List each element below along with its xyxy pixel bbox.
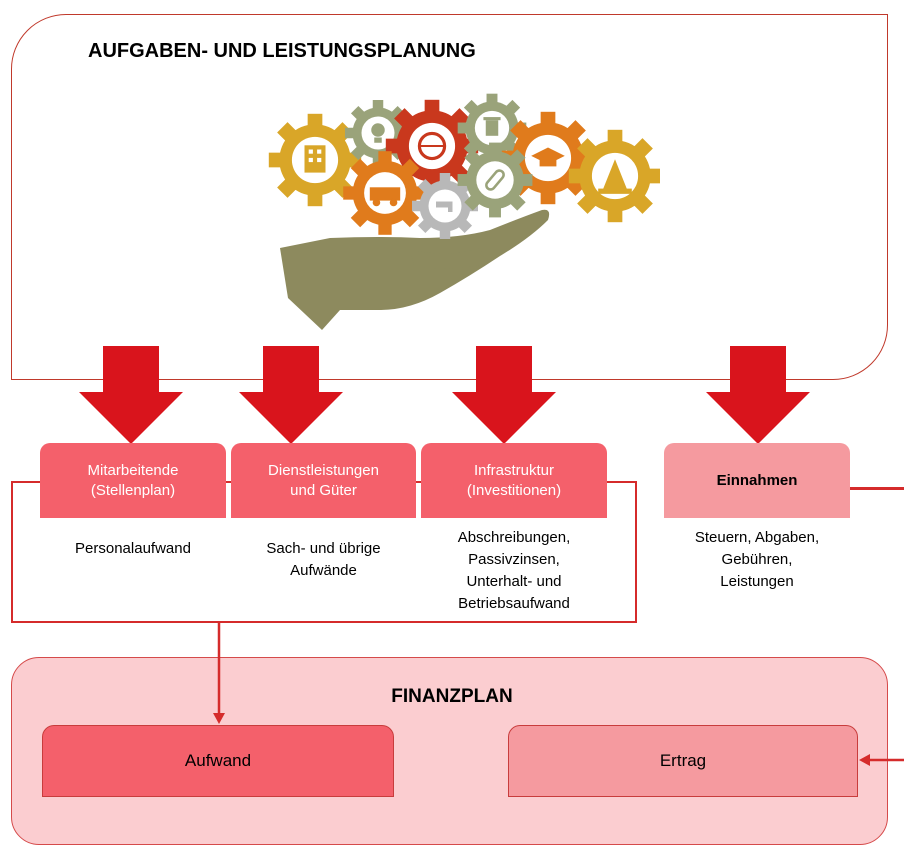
income-label: Einnahmen	[716, 471, 798, 489]
desc-staff-line1: Personalaufwand	[75, 540, 191, 557]
category-staff-description: Personalaufwand	[40, 538, 226, 560]
arrow-down-1	[79, 346, 183, 444]
category-infra-line1: Infrastruktur	[473, 461, 555, 479]
desc-income-line3: Leistungen	[720, 573, 794, 590]
expense-arrowhead	[213, 713, 225, 724]
category-infra-line2: (Investitionen)	[466, 481, 562, 499]
arrow-down-3	[452, 346, 556, 444]
desc-infra-line4: Betriebsaufwand	[458, 595, 570, 612]
globe-icon	[385, 99, 479, 193]
revenue-box: Ertrag	[508, 725, 858, 797]
arrow-down-2	[239, 346, 343, 444]
gears-hand-illustration	[268, 93, 660, 330]
desc-infra-line3: Unterhalt- und	[466, 573, 562, 590]
revenue-label: Ertrag	[659, 751, 707, 770]
category-staff-line2: (Stellenplan)	[90, 481, 176, 499]
expense-label: Aufwand	[184, 751, 252, 770]
planning-title: AUFGABEN- UND LEISTUNGSPLANUNG	[88, 40, 476, 62]
category-services-line2: und Güter	[290, 481, 357, 499]
hand-icon	[280, 209, 550, 330]
building-icon	[268, 113, 362, 207]
income-connector-horizontal	[850, 487, 904, 490]
desc-services-line2: Aufwände	[290, 562, 357, 579]
revenue-arrowhead	[859, 754, 870, 766]
graduation-cap-icon	[501, 111, 595, 205]
finanzplan-title: FINANZPLAN	[391, 686, 513, 707]
category-services-description: Sach- und übrige Aufwände	[231, 538, 416, 582]
category-box-staff: Mitarbeitende (Stellenplan)	[40, 443, 226, 518]
desc-services-line1: Sach- und übrige	[266, 540, 381, 557]
paperclip-icon	[457, 142, 533, 218]
trash-icon	[457, 93, 527, 163]
desc-income-line2: Gebühren,	[721, 551, 793, 568]
desc-infra-line2: Passivzinsen,	[468, 551, 560, 568]
income-description: Steuern, Abgaben, Gebühren, Leistungen	[664, 527, 850, 593]
water-tap-icon	[412, 173, 478, 239]
traffic-cone-icon	[568, 129, 660, 223]
income-box: Einnahmen	[664, 443, 850, 518]
category-infra-description: Abschreibungen, Passivzinsen, Unterhalt-…	[421, 527, 607, 615]
lightbulb-icon	[345, 100, 411, 166]
category-box-services: Dienstleistungen und Güter	[231, 443, 416, 518]
category-services-line1: Dienstleistungen	[268, 461, 379, 479]
desc-infra-line1: Abschreibungen,	[457, 529, 571, 546]
expense-box: Aufwand	[42, 725, 394, 797]
category-box-infrastructure: Infrastruktur (Investitionen)	[421, 443, 607, 518]
category-staff-line1: Mitarbeitende	[87, 461, 179, 479]
arrow-down-4	[706, 346, 810, 444]
fire-truck-icon	[343, 151, 427, 235]
desc-income-line1: Steuern, Abgaben,	[694, 529, 820, 546]
